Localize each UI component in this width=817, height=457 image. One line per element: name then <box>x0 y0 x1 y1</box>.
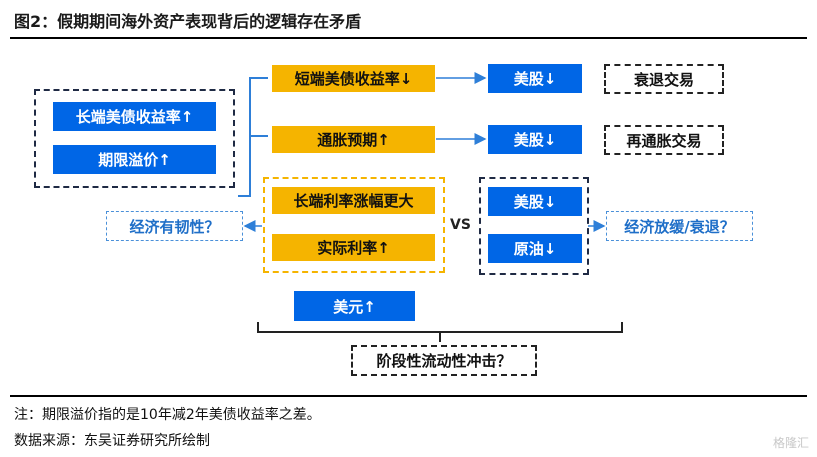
recession-trade-box: 衰退交易 <box>604 64 724 94</box>
short-yield-box: 短端美债收益率↓ <box>272 65 435 92</box>
inflation-expect-box: 通胀预期↑ <box>272 126 435 153</box>
stocks-box-1: 美股↓ <box>488 64 582 93</box>
stocks-box-2: 美股↓ <box>488 125 582 154</box>
oil-box: 原油↓ <box>488 234 582 263</box>
left-group-frame <box>34 89 235 188</box>
stocks-oil-frame <box>479 177 589 275</box>
long-yield-box: 长端美债收益率↑ <box>53 102 216 131</box>
stocks-box-3: 美股↓ <box>488 187 582 216</box>
figure-title: 图2：假期期间海外资产表现背后的逻辑存在矛盾 <box>14 12 362 31</box>
real-rate-box: 实际利率↑ <box>272 234 435 261</box>
footer-rule <box>10 395 807 397</box>
reflation-trade-box: 再通胀交易 <box>604 125 724 155</box>
vs-label: VS <box>450 217 471 233</box>
slowdown-question: 经济放缓/衰退？ <box>606 211 753 241</box>
liquidity-question: 阶段性流动性冲击？ <box>351 345 537 376</box>
watermark-logo: 格隆汇 <box>772 436 809 450</box>
usd-box: 美元↑ <box>294 291 415 321</box>
long-rate-box: 长端利率涨幅更大 <box>272 187 435 214</box>
footnote-note: 注：期限溢价指的是10年减2年美债收益率之差。 <box>14 407 321 423</box>
footnote-source: 数据来源：东吴证券研究所绘制 <box>14 433 210 449</box>
title-rule <box>10 37 807 39</box>
bottom-bracket <box>257 322 623 333</box>
term-premium-box: 期限溢价↑ <box>53 145 216 174</box>
gold-group-frame <box>263 177 445 273</box>
resilient-question: 经济有韧性？ <box>106 211 243 241</box>
